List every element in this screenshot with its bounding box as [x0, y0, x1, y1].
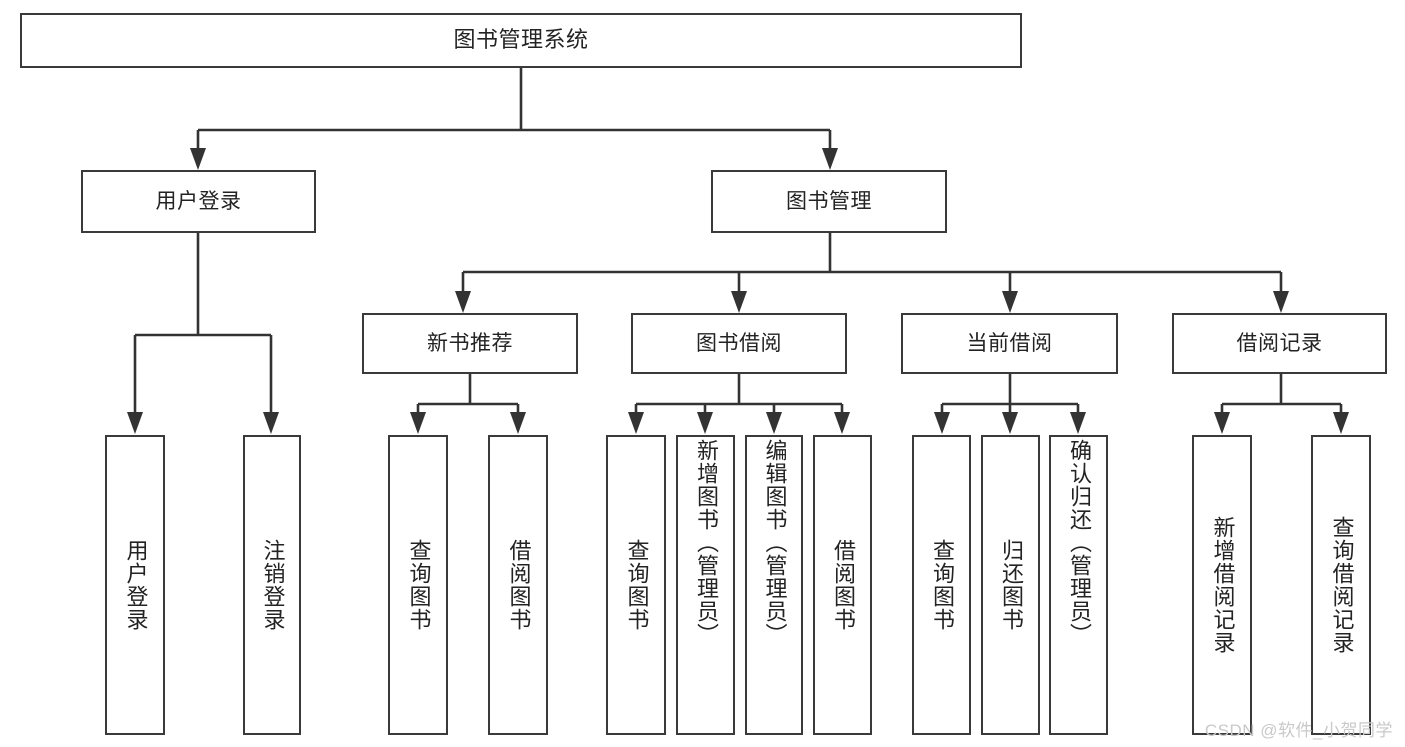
node-label: 当前借阅: [966, 331, 1053, 355]
node-label: 新增借阅记录: [1210, 516, 1236, 654]
leaf-borrow-record-query-record[interactable]: 查询借阅记录: [1311, 435, 1371, 735]
node-label: 查询图书: [406, 539, 432, 631]
node-label: 查询图书: [624, 539, 650, 631]
leaf-book-borrow-query-book[interactable]: 查询图书: [606, 435, 666, 735]
node-label: 归还图书: [998, 539, 1024, 631]
node-label: 图书管理系统: [453, 27, 589, 53]
leaf-current-borrow-return-book[interactable]: 归还图书: [981, 435, 1040, 735]
connector-root-to-level1: [190, 68, 838, 170]
node-borrow-record[interactable]: 借阅记录: [1172, 313, 1387, 374]
connector-currentborrow-to-leaves: [934, 374, 1086, 434]
node-label: 新增图书（管理员）: [693, 439, 719, 646]
csdn-watermark: CSDN @软件_小贺同学: [1204, 721, 1393, 740]
leaf-new-book-borrow-book[interactable]: 借阅图书: [488, 435, 548, 735]
node-label: 图书管理: [786, 189, 872, 213]
node-label: 编辑图书（管理员）: [762, 439, 788, 646]
node-label: 借阅图书: [830, 539, 856, 631]
node-label: 用户登录: [155, 189, 242, 213]
leaf-current-borrow-query-book[interactable]: 查询图书: [912, 435, 971, 735]
connector-level1-bookmgmt-to-level2: [455, 233, 1289, 313]
node-label: 用户登录: [123, 539, 149, 631]
node-label: 查询借阅记录: [1329, 516, 1355, 654]
leaf-current-borrow-confirm-return-admin[interactable]: 确认归还（管理员）: [1049, 435, 1108, 735]
leaf-book-borrow-edit-book-admin[interactable]: 编辑图书（管理员）: [745, 435, 803, 735]
node-label: 借阅图书: [506, 539, 532, 631]
node-label: 查询图书: [929, 539, 955, 631]
connector-bookborrow-to-leaves: [628, 374, 850, 434]
node-label: 新书推荐: [427, 331, 513, 355]
leaf-user-login-signin[interactable]: 用户登录: [105, 435, 165, 735]
node-new-book-recommend[interactable]: 新书推荐: [362, 313, 578, 374]
node-current-borrow[interactable]: 当前借阅: [901, 313, 1118, 374]
leaf-new-book-query-book[interactable]: 查询图书: [388, 435, 448, 735]
leaf-book-borrow-add-book-admin[interactable]: 新增图书（管理员）: [676, 435, 735, 735]
node-label: 图书借阅: [696, 331, 782, 355]
node-root-book-management-system[interactable]: 图书管理系统: [20, 13, 1022, 68]
node-user-login[interactable]: 用户登录: [81, 170, 316, 233]
node-label: 借阅记录: [1236, 331, 1323, 355]
leaf-book-borrow-borrow-book[interactable]: 借阅图书: [813, 435, 872, 735]
node-book-borrow[interactable]: 图书借阅: [631, 313, 847, 374]
connector-userlogin-to-leaves: [127, 233, 279, 434]
node-label: 确认归还（管理员）: [1066, 439, 1092, 646]
leaf-borrow-record-add-record[interactable]: 新增借阅记录: [1192, 435, 1252, 735]
node-label: 注销登录: [260, 539, 286, 631]
connector-newbook-to-leaves: [410, 374, 526, 434]
node-book-management[interactable]: 图书管理: [711, 170, 947, 233]
connector-borrowrecord-to-leaves: [1214, 374, 1349, 434]
leaf-user-login-signout[interactable]: 注销登录: [243, 435, 301, 735]
